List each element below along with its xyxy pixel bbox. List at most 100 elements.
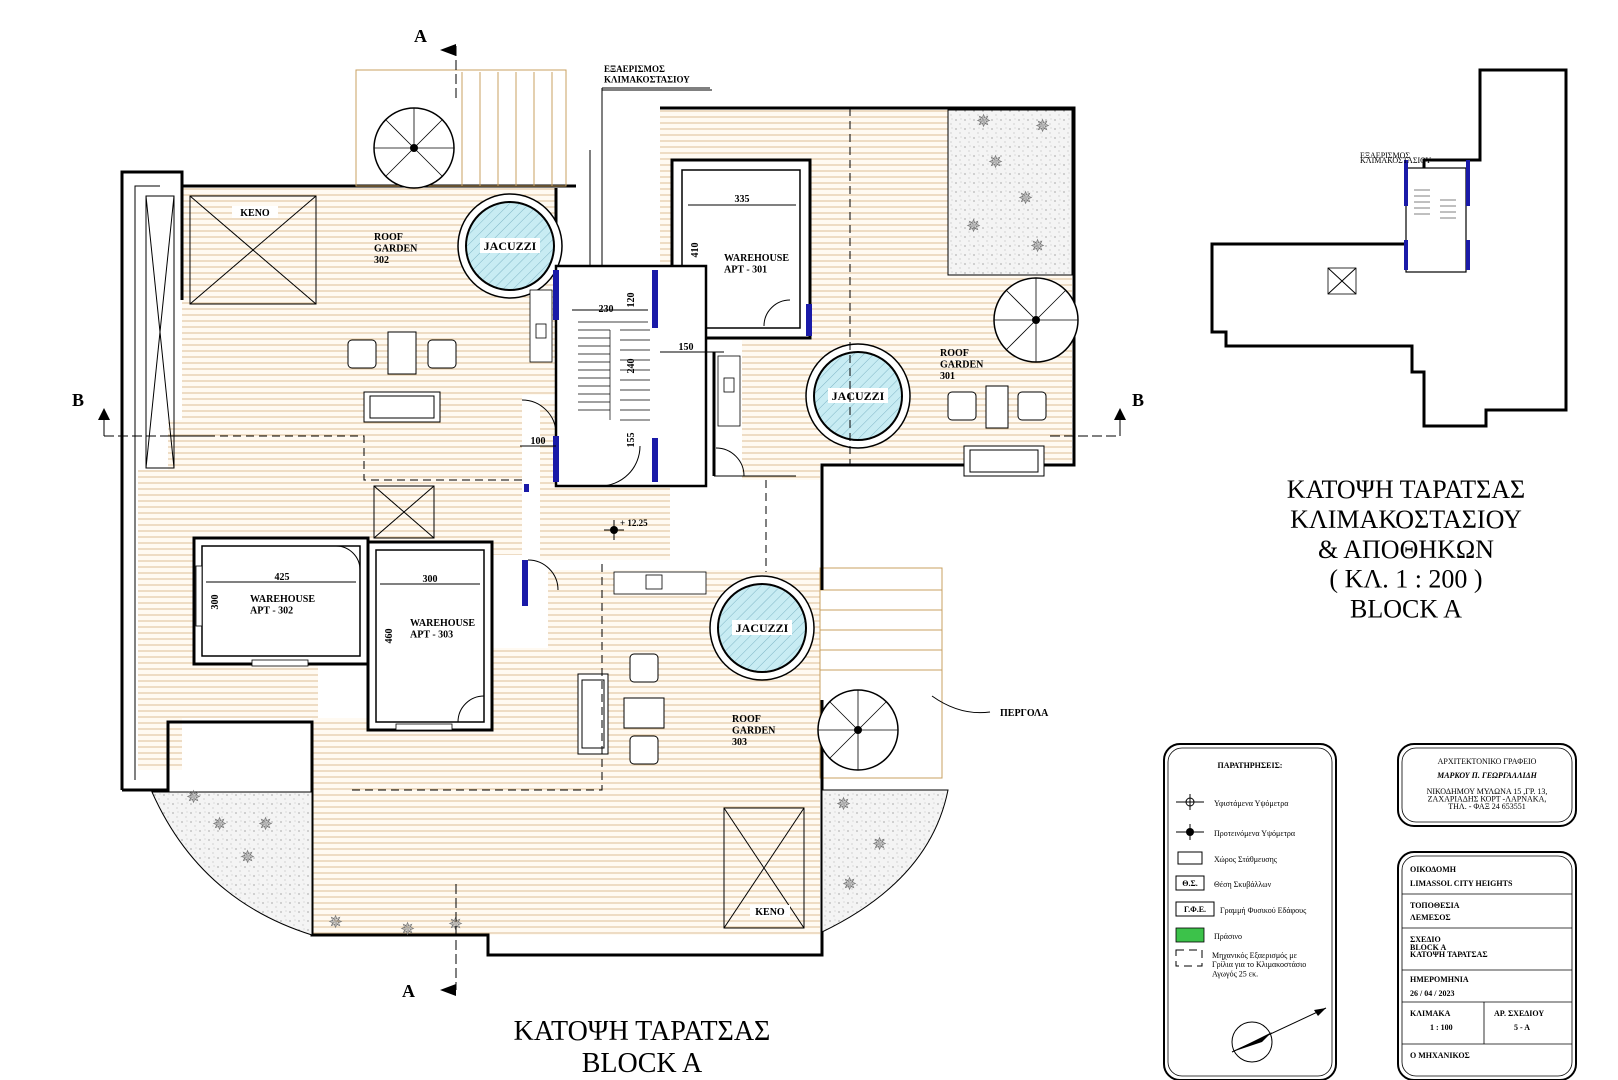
legend-tag-th: Θ.Σ. <box>1182 879 1197 888</box>
svg-text:✵: ✵ <box>240 847 255 867</box>
legend-heading: ΠΑΡΑΤΗΡΗΣΕΙΣ: <box>1218 761 1283 770</box>
svg-text:✵: ✵ <box>1018 188 1033 208</box>
sheet-number: 5 - A <box>1514 1023 1530 1032</box>
section-a-top: A <box>414 26 457 100</box>
svg-text:ΗΜΕΡΟΜΗΝΙΑ: ΗΜΕΡΟΜΗΝΙΑ <box>1410 975 1469 984</box>
svg-text:B: B <box>1132 390 1144 410</box>
small-plan-outline <box>1210 68 1568 428</box>
location: ΛΕΜΕΣΟΣ <box>1410 913 1451 922</box>
spiral-stair-south <box>817 689 899 771</box>
svg-text:✵: ✵ <box>212 814 227 834</box>
svg-text:ΣΧΕΔΙΟ: ΣΧΕΔΙΟ <box>1410 935 1441 944</box>
void-small <box>373 485 435 539</box>
pergola-north <box>355 69 567 187</box>
svg-text:300: 300 <box>423 574 438 585</box>
svg-text:✵: ✵ <box>836 794 851 814</box>
svg-text:✵: ✵ <box>1035 116 1050 136</box>
stair-core: 230 120 240 155 150 100 <box>520 264 796 560</box>
svg-text:410: 410 <box>690 243 701 258</box>
title-block: ΟΙΚΟΔΟΜΗ LIMASSOL CITY HEIGHTS ΤΟΠΟΘΕΣΙΑ… <box>1397 851 1577 1080</box>
office-name: ΜΑΡΚΟΥ Π. ΓΕΩΡΓΑΛΛΙΔΗ <box>1436 771 1538 780</box>
building-name: LIMASSOL CITY HEIGHTS <box>1410 879 1513 888</box>
void-keno-top <box>189 195 317 305</box>
office-box: ΑΡΧΙΤΕΚΤΟΝΙΚΟ ΓΡΑΦΕΙΟ ΜΑΡΚΟΥ Π. ΓΕΩΡΓΑΛΛ… <box>1397 743 1577 827</box>
svg-text:✵: ✵ <box>328 912 343 932</box>
outer-wall-east <box>660 106 1076 590</box>
svg-text:240: 240 <box>626 359 637 374</box>
jacuzzi-303: JACUZZI <box>709 575 815 681</box>
office-address: ΝΙΚΟΔΗΜΟΥ ΜΥΛΩΝΑ 15 ,ΓΡ. 13,ΖΑΧΑΡΙΑΔΗΣ Κ… <box>1427 787 1548 811</box>
svg-text:✵: ✵ <box>976 111 991 131</box>
jacuzzi-301: JACUZZI <box>805 343 911 449</box>
svg-text:✵: ✵ <box>966 216 981 236</box>
keno-top-label: KENO <box>240 208 270 219</box>
svg-text:✵: ✵ <box>448 914 463 934</box>
svg-text:B: B <box>72 390 84 410</box>
legend-item: Χώρος Στάθμευσης <box>1214 855 1278 864</box>
section-b-left: B <box>72 390 216 437</box>
svg-text:A: A <box>414 26 427 46</box>
main-floor-plan: ✵✵ ✵✵ ✵✵ ✵✵ ✵✵ ✵✵ ✵✵ ✵✵ KENO KENO <box>72 26 1144 1079</box>
jacuzzi-302: JACUZZI <box>457 193 563 299</box>
legend-item: Προτεινόμενα Υψόμετρα <box>1214 829 1296 838</box>
engineer-label: Ο ΜΗΧΑΝΙΚΟΣ <box>1410 1051 1470 1060</box>
legend-item: Υφιστάμενα Υψόμετρα <box>1214 799 1289 808</box>
planter-se <box>821 789 949 933</box>
planter-sw <box>151 791 313 936</box>
svg-text:425: 425 <box>275 572 290 583</box>
legend-item: Πράσινο <box>1214 932 1242 941</box>
svg-text:100: 100 <box>531 436 546 447</box>
svg-text:✵: ✵ <box>988 152 1003 172</box>
svg-text:155: 155 <box>626 433 637 448</box>
svg-text:JACUZZI: JACUZZI <box>484 239 537 253</box>
section-b-right: B <box>1050 390 1144 437</box>
void-keno-bottom <box>723 807 805 929</box>
office-heading: ΑΡΧΙΤΕΚΤΟΝΙΚΟ ΓΡΑΦΕΙΟ <box>1438 757 1537 766</box>
section-a-bottom: A <box>402 884 457 1001</box>
svg-text:+ 12.25: + 12.25 <box>620 518 648 528</box>
outer-wall-left <box>120 170 576 790</box>
svg-text:460: 460 <box>384 629 395 644</box>
keno-bottom-label: KENO <box>755 907 785 918</box>
planter-ne <box>947 109 1073 276</box>
svg-text:230: 230 <box>599 304 614 315</box>
drawing-scale: 1 : 100 <box>1430 1023 1453 1032</box>
svg-text:JACUZZI: JACUZZI <box>736 621 789 635</box>
spiral-stair-east <box>993 277 1079 363</box>
svg-text:150: 150 <box>679 342 694 353</box>
drawing-date: 26 / 04 / 2023 <box>1410 989 1454 998</box>
svg-text:✵: ✵ <box>1030 236 1045 256</box>
svg-text:ΑΡ. ΣΧΕΔΙΟΥ: ΑΡ. ΣΧΕΔΙΟΥ <box>1494 1009 1544 1018</box>
svg-text:✵: ✵ <box>186 787 201 807</box>
svg-text:335: 335 <box>735 194 750 205</box>
legend-symbols <box>1175 794 1215 967</box>
north-arrow-icon <box>1231 1007 1327 1063</box>
svg-text:A: A <box>402 981 415 1001</box>
pergola-label: ΠΕΡΓΟΛΑ <box>1000 708 1049 719</box>
svg-text:ΟΙΚΟΔΟΜΗ: ΟΙΚΟΔΟΜΗ <box>1410 865 1457 874</box>
svg-text:✵: ✵ <box>258 814 273 834</box>
small-plan-stair <box>1405 167 1467 273</box>
svg-text:300: 300 <box>210 595 221 610</box>
spiral-stair-north <box>373 107 455 189</box>
svg-text:120: 120 <box>626 293 637 308</box>
legend-item: Θέση Σκυβάλλων <box>1214 880 1272 889</box>
furniture <box>347 331 1047 765</box>
level-marker: + 12.25 <box>604 518 648 540</box>
